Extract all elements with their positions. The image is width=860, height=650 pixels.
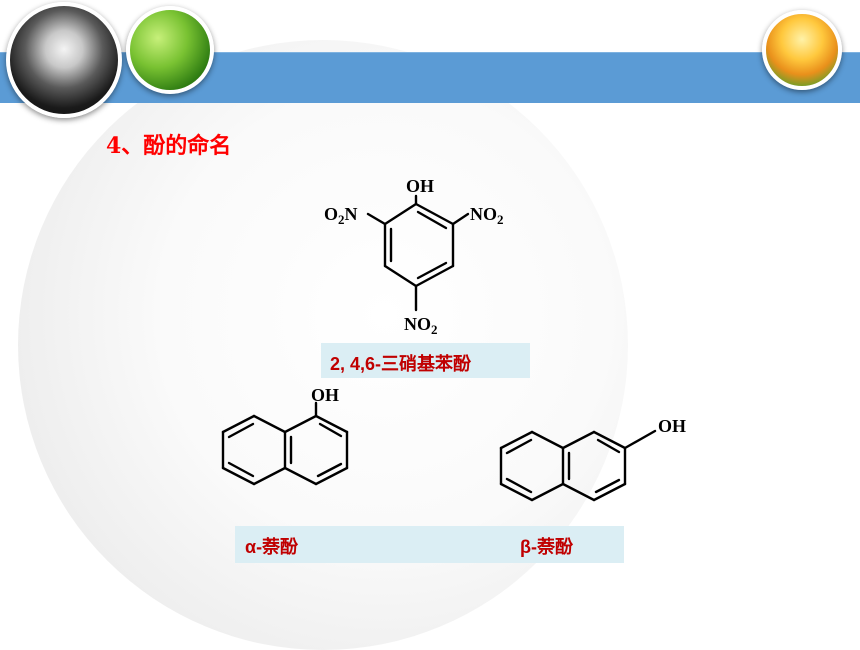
bond-no2-left xyxy=(366,212,387,226)
bond-no2-right xyxy=(451,212,470,226)
oh-label: OH xyxy=(311,385,339,405)
beta-naphthol-structure: OH xyxy=(499,416,686,502)
trinitrophenol-name: 2, 4,6-三硝基苯酚 xyxy=(330,354,472,374)
no2-bottom-label: NO2 xyxy=(404,314,438,337)
alpha-naphthol-structure: OH xyxy=(221,385,349,486)
o2n-label: O2N xyxy=(324,204,358,227)
tulip-photo xyxy=(762,10,842,90)
bond-oh xyxy=(623,429,657,450)
oh-label: OH xyxy=(406,176,434,196)
alpha-naphthol-name: α-萘酚 xyxy=(245,537,299,557)
benzene-ring xyxy=(383,202,455,288)
dandelion-photo xyxy=(6,2,122,118)
oh-label: OH xyxy=(658,416,686,436)
naphthalene-rings xyxy=(499,430,627,502)
naphthol-names-box: α-萘酚 β-萘酚 xyxy=(235,526,624,563)
slide-heading: 4、酚的命名 xyxy=(106,133,232,159)
leaf-waterdrop-photo xyxy=(126,6,214,94)
naphthalene-rings xyxy=(221,414,349,486)
trinitrophenol-name-box: 2, 4,6-三硝基苯酚 xyxy=(321,343,530,378)
beta-naphthol-name: β-萘酚 xyxy=(520,537,573,557)
trinitrophenol-structure: OH O2N NO2 NO2 xyxy=(324,176,504,337)
no2-right-label: NO2 xyxy=(470,204,504,227)
